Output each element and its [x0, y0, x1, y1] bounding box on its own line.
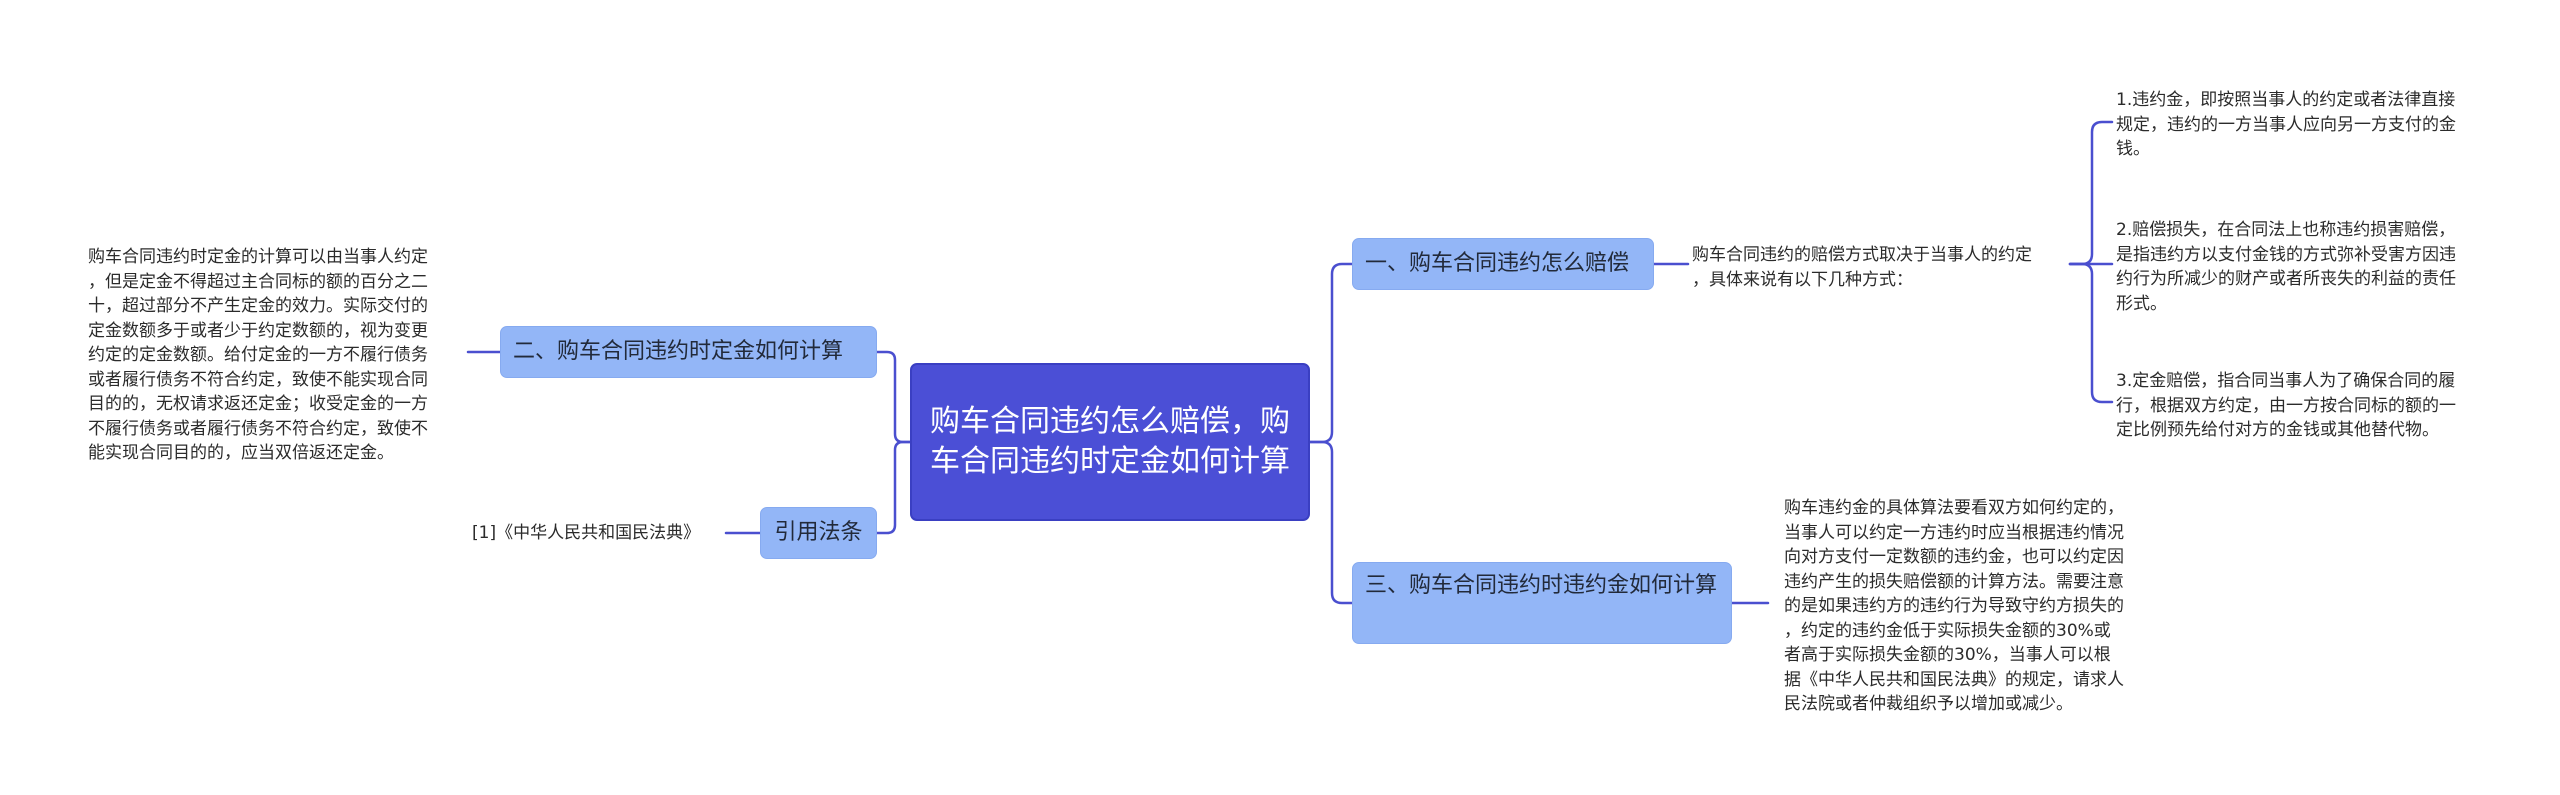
penalty-detail: 购车违约金的具体算法要看双方如何约定的， 当事人可以约定一方违约时应当根据违约情… [1784, 498, 2124, 714]
compensation-item-liquidated-damages: 1.违约金，即按照当事人的约定或者法律直接 规定，违约的一方当事人应向另一方支付… [2116, 90, 2456, 159]
branch-law[interactable]: 引用法条 [760, 507, 877, 559]
branch-compensation[interactable]: 一、购车合同违约怎么赔偿 [1352, 238, 1654, 290]
deposit-detail: 购车合同违约时定金的计算可以由当事人约定 ，但是定金不得超过主合同标的额的百分之… [88, 247, 428, 463]
branch-penalty-label: 三、购车合同违约时违约金如何计算 [1365, 573, 1718, 598]
connector-root-to-deposit [875, 350, 912, 444]
connector-summary-to-item-3 [2068, 262, 2114, 404]
law-citation: [1]《中华人民共和国民法典》 [472, 523, 701, 543]
branch-deposit-label: 二、购车合同违约时定金如何计算 [513, 339, 844, 364]
root-topic[interactable]: 购车合同违约怎么赔偿，购车合同违约时定金如何计算 [910, 363, 1310, 521]
branch-deposit[interactable]: 二、购车合同违约时定金如何计算 [500, 326, 877, 378]
connector-root-to-compensation [1308, 262, 1354, 444]
compensation-summary: 购车合同违约的赔偿方式取决于当事人的约定 ，具体来说有以下几种方式： [1692, 245, 2032, 290]
root-topic-label: 购车合同违约怎么赔偿，购车合同违约时定金如何计算 [930, 404, 1290, 479]
connector-summary-to-item-1 [2068, 120, 2114, 266]
branch-compensation-label: 一、购车合同违约怎么赔偿 [1365, 251, 1630, 276]
connector-root-to-law [875, 440, 912, 535]
compensation-item-damages: 2.赔偿损失，在合同法上也称违约损害赔偿， 是指违约方以支付金钱的方式弥补受害方… [2116, 220, 2456, 314]
branch-penalty[interactable]: 三、购车合同违约时违约金如何计算 [1352, 562, 1732, 644]
connector-root-to-penalty [1308, 440, 1354, 605]
compensation-item-deposit: 3.定金赔偿，指合同当事人为了确保合同的履 行，根据双方约定，由一方按合同标的额… [2116, 371, 2456, 440]
branch-law-label: 引用法条 [774, 520, 863, 545]
